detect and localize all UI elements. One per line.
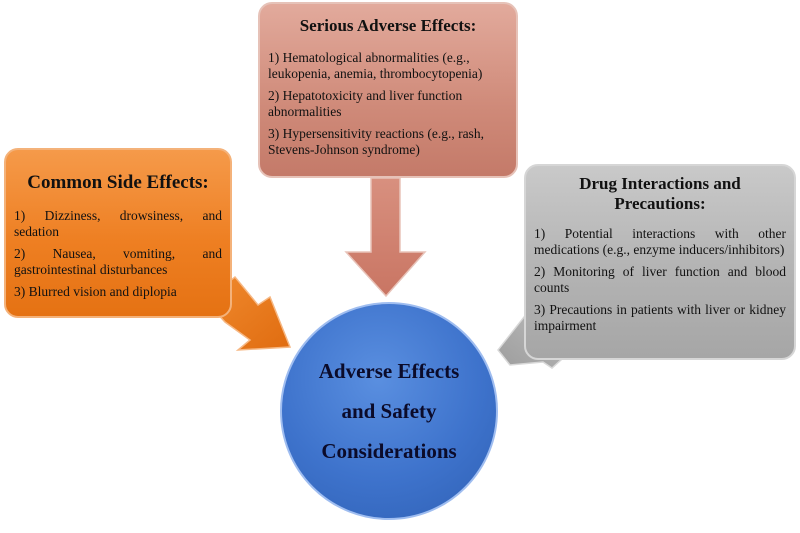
center-title: Adverse Effects and Safety Consideration… [318,359,460,463]
list-item: 1) Potential interactions with other med… [534,226,786,257]
drug-interactions-list: 1) Potential interactions with other med… [534,226,786,334]
list-item: 3) Blurred vision and diplopia [14,284,177,299]
arrow-serious-to-center [344,177,427,298]
serious-adverse-effects-box: Serious Adverse Effects: 1) Hematologica… [258,2,518,178]
common-side-effects-box: Common Side Effects: 1) Dizziness, drows… [4,148,232,318]
common-side-effects-title: Common Side Effects: [27,172,209,193]
list-item: 1) Dizziness, drowsiness, and sedation [14,208,222,239]
serious-adverse-effects-list: 1) Hematological abnormalities (e.g., le… [268,50,508,158]
center-circle: Adverse Effects and Safety Consideration… [280,302,498,520]
drug-interactions-title: Drug Interactions and Precautions: [579,174,741,213]
list-item: 1) Hematological abnormalities (e.g., le… [268,50,483,81]
list-item: 3) Precautions in patients with liver or… [534,302,786,333]
drug-interactions-box: Drug Interactions and Precautions: 1) Po… [524,164,796,360]
serious-adverse-effects-title: Serious Adverse Effects: [299,16,477,35]
list-item: 2) Nausea, vomiting, and gastrointestina… [14,246,222,277]
list-item: 3) Hypersensitivity reactions (e.g., ras… [268,126,484,157]
list-item: 2) Hepatotoxicity and liver function abn… [268,88,463,119]
list-item: 2) Monitoring of liver function and bloo… [534,264,786,295]
common-side-effects-list: 1) Dizziness, drowsiness, and sedation 2… [14,208,222,300]
